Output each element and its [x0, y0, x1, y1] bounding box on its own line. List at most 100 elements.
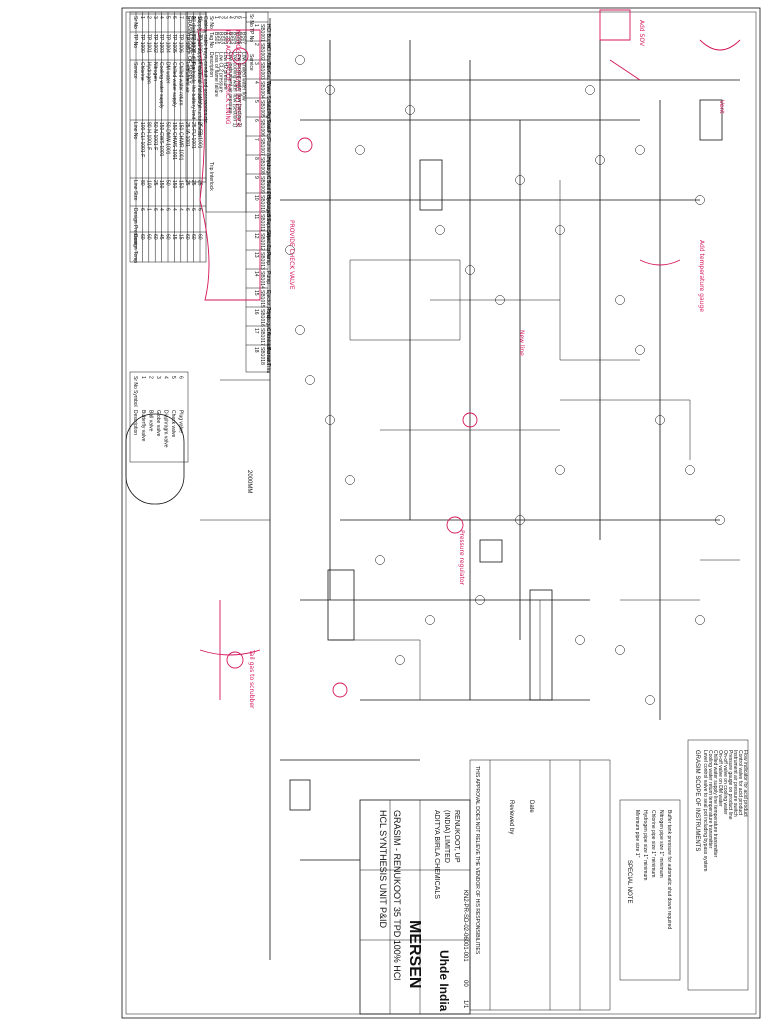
equipment-table-cell: SB1008 — [259, 157, 265, 175]
equipment-table-cell: Ejector Pump — [265, 290, 271, 320]
approval-block: THIS APPROVAL DOES NOT RELIEVE THE VENDO… — [469, 759, 611, 1011]
service-table-cell: 60 — [165, 234, 171, 240]
scope-instr-row: Flow indicator for acid product — [742, 750, 748, 817]
instrument-bubble — [465, 265, 475, 275]
instrument-bubble — [555, 465, 565, 475]
instrument-bubble — [595, 155, 605, 165]
alarm-table-cell: 4 — [227, 16, 233, 19]
instrument-bubble — [715, 515, 725, 525]
equipment-table-cell: Hydrogen Seal Pot — [265, 157, 271, 200]
service-table-header: Sr No — [132, 16, 138, 29]
drawing-border — [121, 7, 761, 1019]
special-note-title: SPECIAL NOTE — [626, 860, 632, 903]
equipment-table-cell: Seal Pot — [265, 119, 271, 139]
redline-note-8: Tail gas to scrubber — [248, 649, 255, 709]
alarm-table-cell: Low H2 pressure — [222, 52, 228, 90]
service-table-cell: 150-CHWR-1001 — [177, 122, 183, 161]
instrument-bubble — [655, 415, 665, 425]
alarm-table-cell: BS01 — [213, 32, 219, 44]
symbol-table-cell: 1 — [140, 376, 146, 379]
alarm-table-cell: Low chilled water flow — [241, 52, 247, 101]
redline-note-9: New line — [518, 330, 525, 356]
equipment-table-cell: 10 — [253, 195, 259, 201]
service-table-cell: 15 — [177, 234, 183, 240]
special-note-row: Hydrogen pipe size 1" minimum — [642, 810, 648, 880]
symbol-legend-table — [129, 371, 189, 463]
service-table-cell: 1 — [139, 16, 145, 19]
alarm-table-cell: 7 — [241, 16, 247, 19]
equipment-table-header: TP No — [248, 28, 254, 42]
equipment-table-cell: Pump — [265, 271, 271, 284]
instrument-bubble — [685, 465, 695, 475]
service-table-cell: 60 — [139, 234, 145, 240]
scope-instr-row: On-off valve on DM water — [717, 750, 723, 807]
service-table-cell: Nitrogen — [152, 62, 158, 81]
redline-note-5: Add temperature gauge — [698, 240, 705, 312]
service-table-cell: TP 1003 — [158, 34, 164, 53]
scope-instr-title: GRASIM SCOPE OF INSTRUMENTS — [694, 750, 700, 851]
service-table-cell: 80 — [139, 180, 145, 186]
service-table-cell: 2 — [145, 16, 151, 19]
alarm-table-cell: BS02 — [218, 32, 224, 44]
service-table-cell: TP 1007 — [184, 34, 190, 53]
instrument-bubble — [645, 695, 655, 705]
special-note-row: Buffer tank pressure for automatic shut … — [666, 810, 672, 929]
equipment-table-cell: 13 — [253, 252, 259, 258]
special-note-block: SPECIAL NOTE Minimum pipe size 1"Hydroge… — [619, 799, 681, 981]
symbol-table-header: Symbol — [132, 390, 138, 407]
scope-instr-row: Instrument air pressure switch — [732, 750, 738, 817]
service-table-cell: TP 1002 — [152, 34, 158, 53]
scope-instr-row: Level control valve to seal pot includin… — [702, 750, 708, 871]
service-table-header: TP No — [132, 34, 138, 48]
equipment-table-cell: 4 — [253, 81, 259, 84]
service-table-cell: 4 — [158, 208, 164, 211]
equipment-table-cell: Pump — [265, 252, 271, 265]
instrument-bubble — [635, 145, 645, 155]
instrument-bubble — [515, 175, 525, 185]
alarm-table-header: Sr No — [208, 16, 214, 29]
equipment-table-cell: Hydrogen Separator — [265, 195, 271, 240]
redline-note-2: NITROGEN PURGING INTERLOCK — [234, 30, 241, 128]
service-table-cell: 4 — [158, 16, 164, 19]
brand-logo-text: MERSEN — [406, 920, 423, 988]
instrument-bubbles — [285, 55, 725, 705]
equipment-table-cell: SB1009 — [259, 176, 265, 194]
service-table-cell: 6 — [165, 208, 171, 211]
equipment-table-cell: Hydrogen Arrestor — [265, 309, 271, 350]
service-table-cell: 6 — [171, 16, 177, 19]
service-table-cell: 25-IA-1001 — [184, 122, 190, 147]
symbol-table-cell: Check valve — [170, 410, 176, 437]
service-table-cell: TP 1004 — [165, 34, 171, 53]
equipment-table-cell: SB1003 — [259, 62, 265, 80]
equipment-table — [245, 11, 269, 373]
client-location: RENUKOOT, UP — [453, 810, 460, 863]
instrument-bubble — [375, 555, 385, 565]
equipment-table-cell: SB1017 — [259, 328, 265, 346]
alarm-table-cell: Low cooling water flow (section 1) — [231, 52, 237, 127]
instrument-bubble — [695, 195, 705, 205]
symbol-table-cell: 4 — [163, 376, 169, 379]
service-table-cell: 6 — [184, 208, 190, 211]
symbol-table-cell: 2 — [148, 376, 154, 379]
redline-note-4: Add SOV — [638, 20, 645, 47]
symbol-table-header: Description — [132, 410, 138, 435]
service-table-cell: 1 — [145, 208, 151, 211]
approval-date-label: Date — [528, 800, 534, 813]
service-table-header: Design Pressure — [132, 208, 138, 245]
service-table-cell: 25 — [197, 180, 203, 186]
service-table-cell: TP 1008 — [190, 34, 196, 53]
service-table-cell: 6 — [197, 208, 203, 211]
instrument-bubble — [295, 55, 305, 65]
equipment-table-cell: SB1004 — [259, 81, 265, 99]
service-table-cell: 8 — [184, 16, 190, 19]
service-table-cell: 60 — [145, 234, 151, 240]
equipment-table-cell: SB1016 — [259, 309, 265, 327]
service-table-cell: 5 — [165, 16, 171, 19]
absorber-column — [327, 569, 355, 641]
scope-instr-row: Cooling water return temperature transmi… — [707, 750, 713, 849]
equipment-table-cell: 1 — [253, 24, 259, 27]
process-piping — [200, 18, 740, 960]
drawing-number: KN2-PR-SD-02-06001-001 — [462, 890, 468, 962]
instrument-bubble — [585, 85, 595, 95]
symbol-table-cell: Butterfly valve — [140, 410, 146, 442]
